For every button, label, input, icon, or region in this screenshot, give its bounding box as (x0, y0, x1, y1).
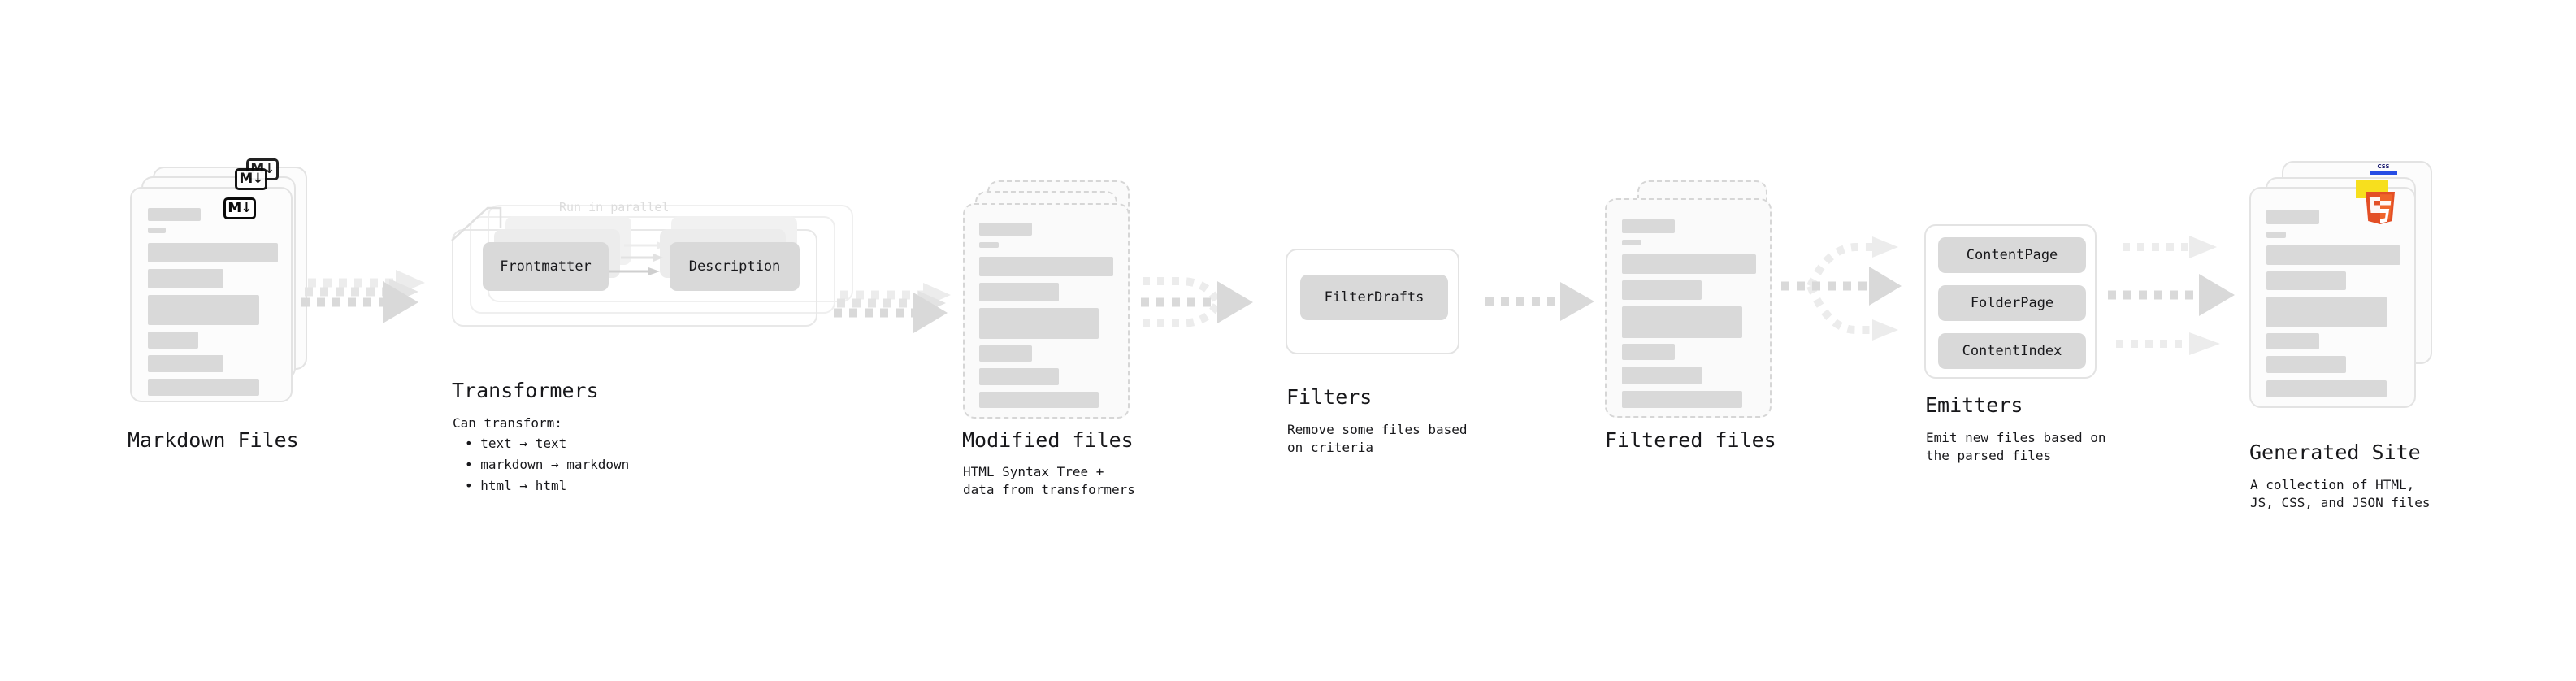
skeleton-bar (148, 243, 278, 262)
transformers-bullet-1: • text → text (465, 436, 567, 451)
run-in-parallel-leader (451, 206, 502, 241)
css-icon: CSS (2370, 164, 2397, 176)
skeleton-bar (148, 208, 201, 221)
skeleton-bar (979, 257, 1113, 276)
generated-doc-front (2249, 187, 2416, 408)
skeleton-bar (1622, 280, 1702, 300)
stage-filtered-files (1605, 180, 1780, 418)
emitter-chip-folderpage[interactable]: FolderPage (1938, 285, 2086, 321)
skeleton-bar (2266, 380, 2387, 397)
filtered-file-stack (1605, 180, 1780, 418)
stage-modified-files (963, 180, 1138, 419)
emitter-chip-label: ContentPage (1966, 247, 2058, 263)
skeleton-bar (148, 269, 223, 288)
stage-generated-site: CSS HTML (2249, 161, 2436, 408)
markdown-file-stack: M↓ M↓ M↓ (130, 158, 309, 402)
skeleton-bar (979, 392, 1099, 408)
skeleton-bar (148, 332, 198, 349)
skeleton-bar (2266, 271, 2346, 290)
transformers-bullet-3: • html → html (465, 478, 567, 493)
transformers-bullet-label: html → html (480, 478, 567, 493)
stage-title-generated-site: Generated Site (2249, 440, 2421, 464)
skeleton-bar (979, 308, 1099, 339)
run-in-parallel-label: Run in parallel (559, 200, 670, 215)
skeleton-bar (1622, 391, 1742, 408)
filters-panel: FilterDrafts (1286, 249, 1459, 354)
transformers-subtitle: Can transform: (453, 415, 562, 431)
transformer-chip-description[interactable]: Description (670, 242, 800, 291)
filter-chip-label: FilterDrafts (1324, 289, 1425, 306)
css-icon-bar (2370, 171, 2397, 175)
emitter-chip-label: ContentIndex (1962, 343, 2062, 359)
transformers-bullet-label: markdown → markdown (480, 457, 630, 472)
connector-markdown-to-transformers (301, 270, 425, 323)
skeleton-bar (1622, 240, 1641, 245)
skeleton-bar (148, 379, 259, 396)
skeleton-bar (148, 228, 166, 233)
skeleton-bar (979, 223, 1032, 236)
stage-title-modified-files: Modified files (962, 428, 1134, 452)
stage-title-markdown-files: Markdown Files (128, 428, 299, 452)
html5-icon: HTML (2363, 192, 2397, 231)
transformer-chip-label: Frontmatter (500, 258, 592, 275)
connector-filtered-to-emitters (1781, 236, 1902, 340)
markdown-icon-glyph: M↓ (228, 200, 252, 216)
markdown-icon-glyph: M↓ (239, 171, 263, 187)
generated-site-subtitle: A collection of HTML, JS, CSS, and JSON … (2250, 477, 2431, 510)
connector-modified-to-filters (1141, 277, 1253, 327)
skeleton-bar (2266, 245, 2400, 265)
stage-markdown-files: M↓ M↓ M↓ (130, 158, 309, 402)
skeleton-bar (148, 295, 259, 325)
markdown-doc-front (130, 187, 293, 402)
modified-doc-front (963, 203, 1130, 419)
emitter-chip-contentindex[interactable]: ContentIndex (1938, 333, 2086, 369)
skeleton-bar (2266, 297, 2387, 327)
transformers-bullet-2: • markdown → markdown (465, 457, 630, 472)
emitter-chip-contentpage[interactable]: ContentPage (1938, 237, 2086, 273)
connector-emitters-to-site (2108, 236, 2235, 355)
filtered-doc-front (1605, 198, 1772, 418)
emitters-panel: ContentPage FolderPage ContentIndex (1924, 224, 2097, 379)
skeleton-bar (979, 345, 1032, 362)
css-icon-label: CSS (2377, 163, 2390, 170)
stage-title-filtered-files: Filtered files (1605, 428, 1776, 452)
skeleton-bar (1622, 254, 1756, 274)
generated-file-stack: CSS HTML (2249, 161, 2436, 408)
skeleton-bar (148, 355, 223, 372)
skeleton-bar (1622, 344, 1675, 360)
skeleton-bar (979, 368, 1059, 385)
emitters-subtitle: Emit new files based on the parsed files (1926, 430, 2106, 463)
skeleton-bar (2266, 356, 2346, 373)
skeleton-bar (1622, 219, 1675, 233)
stage-title-emitters: Emitters (1925, 393, 2023, 417)
emitter-chip-label: FolderPage (1970, 295, 2054, 311)
connector-filters-to-filtered (1485, 282, 1594, 321)
connector-transformers-to-modified (834, 283, 951, 333)
skeleton-bar (1622, 306, 1742, 338)
transformer-panel-front (452, 229, 817, 327)
transformer-inner-arrows (608, 241, 666, 275)
modified-files-subtitle: HTML Syntax Tree + data from transformer… (963, 464, 1135, 497)
markdown-icon: M↓ (235, 168, 267, 190)
skeleton-bar (979, 283, 1059, 301)
stage-title-filters: Filters (1286, 385, 1373, 409)
skeleton-bar (1622, 367, 1702, 384)
skeleton-bar (2266, 333, 2319, 349)
filters-subtitle: Remove some files based on criteria (1287, 422, 1468, 455)
stage-title-transformers: Transformers (452, 379, 599, 402)
transformer-chip-label: Description (688, 258, 781, 275)
html5-icon-shield (2366, 192, 2395, 224)
skeleton-bar (2266, 210, 2319, 224)
skeleton-bar (979, 242, 999, 248)
markdown-icon: M↓ (223, 197, 256, 219)
transformer-chip-frontmatter[interactable]: Frontmatter (483, 242, 609, 291)
transformers-bullet-label: text → text (480, 436, 567, 451)
skeleton-bar (2266, 232, 2286, 238)
modified-file-stack (963, 180, 1138, 419)
transformer-panel-back-1 (470, 216, 835, 314)
filter-chip-filterdrafts[interactable]: FilterDrafts (1300, 275, 1448, 320)
